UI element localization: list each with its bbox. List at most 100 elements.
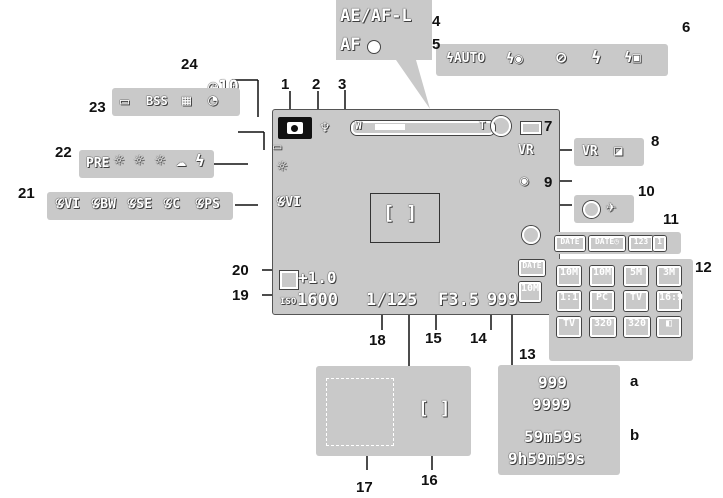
callout-17: 17 xyxy=(356,479,373,496)
flash-modes-panel: ϟAUTO ϟ◉ ⊘ ϟ ϟ▣ xyxy=(436,44,668,76)
iso-icon: ISO xyxy=(280,297,297,307)
img-10m-star: 10M xyxy=(557,266,581,286)
color-ps-icon: 𝒢PS xyxy=(195,197,220,212)
continuous-icon: ▭ xyxy=(273,139,282,155)
af-frame xyxy=(370,193,440,243)
wb-flash-icon: ϟ xyxy=(195,151,205,170)
color-sepia-icon: 𝒢SE xyxy=(127,197,152,212)
iso-value: 1600 xyxy=(297,290,338,310)
cont-bss-icon: BSS xyxy=(146,94,168,108)
remaining-panel: 999 9999 59m59s 9h59m59s xyxy=(498,365,620,475)
vr-on-icon: VR xyxy=(582,144,598,159)
wb-incandescent-icon: ☼ xyxy=(134,151,145,171)
callout-24: 24 xyxy=(181,56,198,73)
af-icon: AF xyxy=(340,35,361,55)
counter-one-icon: 1 xyxy=(653,236,666,251)
battery-icon xyxy=(521,122,541,134)
focus-area-brackets: [ ] xyxy=(383,202,418,224)
exposure-comp-value: +1.0 xyxy=(298,268,337,287)
white-balance-panel: PRE ☼ ☼ ☼ ☁ ϟ xyxy=(79,150,214,178)
img-1-1: 1:1 xyxy=(557,291,581,311)
wb-fluorescent-icon: ☼ xyxy=(155,151,166,171)
image-mode-icon: 10M xyxy=(519,282,541,302)
callout-20: 20 xyxy=(232,262,249,279)
ae-af-lock-icon: AE/AF-L xyxy=(340,6,412,26)
zoom-indicator xyxy=(351,121,495,135)
travel-icon: ✈ xyxy=(606,197,617,217)
timezone-panel: ✈ xyxy=(574,195,634,223)
flash-redeye-icon: ϟ◉ xyxy=(506,51,523,67)
cont-multi-icon: ▦ xyxy=(182,91,192,109)
vr-icon: VR xyxy=(518,143,534,158)
movie-320: 320 xyxy=(624,317,650,337)
af-area-box xyxy=(326,378,394,446)
callout-1: 1 xyxy=(281,76,290,93)
aperture-value: F3.5 xyxy=(438,290,479,310)
callout-8: 8 xyxy=(651,133,660,150)
flash-off-mode-icon: ⊘ xyxy=(556,48,567,68)
color-vivid-icon: 𝒢VI xyxy=(55,197,80,212)
zoom-w-icon: W xyxy=(355,119,362,132)
callout-13: 13 xyxy=(519,346,536,363)
label-a: a xyxy=(630,373,639,390)
movie-tv-star: TV xyxy=(557,317,581,337)
callout-12: 12 xyxy=(695,259,712,276)
callout-21: 21 xyxy=(18,185,35,202)
callout-23: 23 xyxy=(89,99,106,116)
date-imprint-icon: DATE xyxy=(519,260,545,276)
movie-small-star: ◧ xyxy=(657,317,681,337)
white-balance-icon: ☼ xyxy=(277,157,288,177)
cont-interval-icon: ◔ xyxy=(208,90,218,109)
color-options-panel: 𝒢VI 𝒢BW 𝒢SE 𝒢C 𝒢PS xyxy=(47,192,233,220)
lcd-screen: ▭ ♆ W T VR ◉ ☼ 𝒢VI DATE 10M [ ] +1.0 ISO… xyxy=(272,109,560,315)
flash-off-icon xyxy=(491,116,511,136)
camera-mode-icon xyxy=(278,117,312,139)
img-10m: 10M xyxy=(590,266,614,286)
motion-detection-icon: ◉ xyxy=(520,173,529,189)
af-indicator-dot xyxy=(368,41,380,53)
callout-5: 5 xyxy=(432,36,441,53)
flash-slow-icon: ϟ▣ xyxy=(624,50,641,66)
date-panel: DATE DATE◷ 123 1 xyxy=(549,232,681,254)
wb-daylight-icon: ☼ xyxy=(114,151,125,171)
zoom-t-icon: T xyxy=(479,119,486,132)
flash-fill-icon: ϟ xyxy=(591,48,602,68)
callout-14: 14 xyxy=(470,330,487,347)
label-b: b xyxy=(630,427,640,444)
exposures-remaining: 999 xyxy=(487,290,518,310)
wb-cloudy-icon: ☁ xyxy=(176,151,187,171)
date-clock-icon: DATE◷ xyxy=(589,236,625,251)
movie-320-star: 320 xyxy=(590,317,616,337)
vr-hybrid-icon: ◪ xyxy=(614,143,623,159)
img-tv: TV xyxy=(624,291,648,311)
callout-7: 7 xyxy=(544,118,553,135)
img-16-9: 16:9 xyxy=(657,291,683,311)
cont-single-icon: ▭ xyxy=(120,92,130,110)
remaining-b2: 9h59m59s xyxy=(508,449,586,468)
macro-icon: ♆ xyxy=(320,118,330,137)
callout-10: 10 xyxy=(638,183,655,200)
af-area-panel: [ ] xyxy=(316,366,471,456)
counter-icon: 123 xyxy=(629,236,653,251)
wb-pre-icon: PRE xyxy=(86,156,110,171)
callout-15: 15 xyxy=(425,330,442,347)
image-mode-panel: 10M 10M 5M 3M 1:1 PC TV 16:9 TV 320 320 … xyxy=(549,259,693,361)
callout-16: 16 xyxy=(421,472,438,489)
continuous-panel: ▭ BSS ▦ ◔ xyxy=(112,88,240,116)
color-cyano-icon: 𝒢C xyxy=(163,197,181,212)
flash-auto-icon: ϟAUTO xyxy=(446,51,486,66)
callout-19: 19 xyxy=(232,287,249,304)
callout-4: 4 xyxy=(432,13,441,30)
img-pc: PC xyxy=(590,291,614,311)
color-bw-icon: 𝒢BW xyxy=(91,197,116,212)
date-icon: DATE xyxy=(555,236,585,251)
callout-3: 3 xyxy=(338,76,347,93)
focus-brackets-small: [ ] xyxy=(418,398,451,419)
exposure-comp-icon xyxy=(280,271,298,289)
callout-6: 6 xyxy=(682,19,691,36)
callout-9: 9 xyxy=(544,174,553,191)
img-5m: 5M xyxy=(624,266,648,286)
timezone-icon xyxy=(522,226,540,244)
callout-18: 18 xyxy=(369,332,386,349)
vr-panel: VR ◪ xyxy=(574,138,644,166)
